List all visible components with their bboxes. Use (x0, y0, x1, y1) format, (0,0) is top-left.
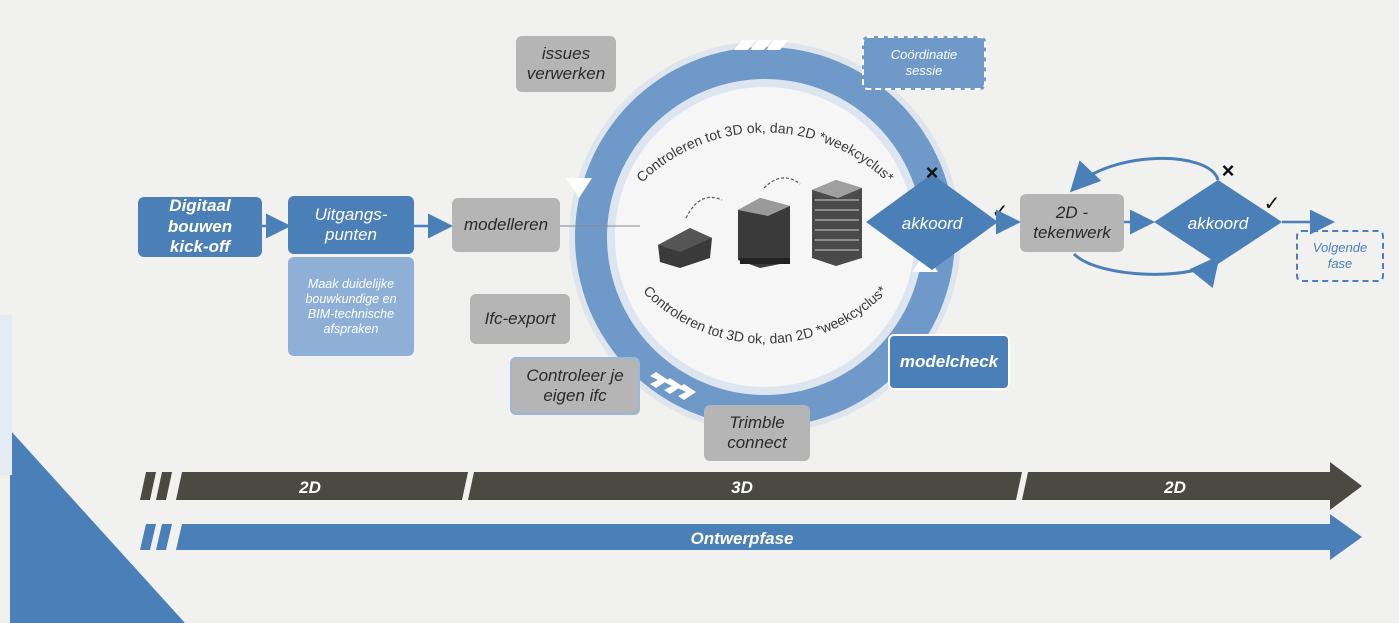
loop-arrow-top (1069, 157, 1220, 193)
cross-2-icon: × (1222, 158, 1235, 183)
check-2-icon: ✓ (1264, 193, 1281, 215)
uitgangspunten-box[interactable]: Uitgangs- punten (288, 196, 414, 254)
ifc-export-box[interactable]: Ifc-export (470, 294, 570, 344)
timeline-2d-left: 2D (298, 478, 321, 497)
chevron-top-icon (734, 40, 788, 50)
model-progress-arcs (685, 177, 801, 219)
timeline-bar-ontwerpfase (140, 514, 1362, 560)
timeline-bar-3d (140, 462, 1362, 510)
volgende-fase-box[interactable]: Volgende fase (1296, 230, 1384, 282)
akkoord-1-label: akkoord (902, 214, 963, 233)
akkoord-2-label: akkoord (1188, 214, 1249, 233)
building-model-1-icon (658, 228, 712, 268)
corner-triangle (10, 430, 185, 623)
issues-verwerken-box[interactable]: issues verwerken (516, 36, 616, 92)
controleer-ifc-box[interactable]: Controleer je eigen ifc (510, 357, 640, 415)
timeline-ontwerpfase: Ontwerpfase (691, 529, 794, 548)
cross-1-icon: × (926, 160, 939, 185)
building-model-2-icon (738, 198, 790, 268)
digitaal-bouwen-kickoff-box[interactable]: Digitaal bouwen kick-off (138, 196, 262, 257)
timeline-2d-right: 2D (1163, 478, 1186, 497)
arrowhead-left-icon (566, 178, 592, 198)
loop-arrow-bottom (1072, 252, 1220, 289)
coordinatie-sessie-box[interactable]: Coördinatie sessie (862, 36, 986, 90)
modelleren-box[interactable]: modelleren (452, 198, 560, 252)
left-edge-shade (0, 315, 12, 475)
trimble-connect-box[interactable]: Trimble connect (704, 405, 810, 461)
modelcheck-box[interactable]: modelcheck (888, 334, 1010, 390)
akkoord-1-diamond[interactable] (866, 174, 998, 270)
chevron-bottom-icon (650, 372, 696, 400)
timeline-3d: 3D (731, 478, 753, 497)
check-1-icon: ✓ (992, 201, 1009, 223)
tekenwerk-box[interactable]: 2D - tekenwerk (1020, 194, 1124, 252)
akkoord-2-diamond[interactable] (1154, 180, 1282, 264)
building-model-3-icon (812, 180, 862, 266)
afspraken-box[interactable]: Maak duidelijke bouwkundige en BIM-techn… (288, 257, 414, 356)
